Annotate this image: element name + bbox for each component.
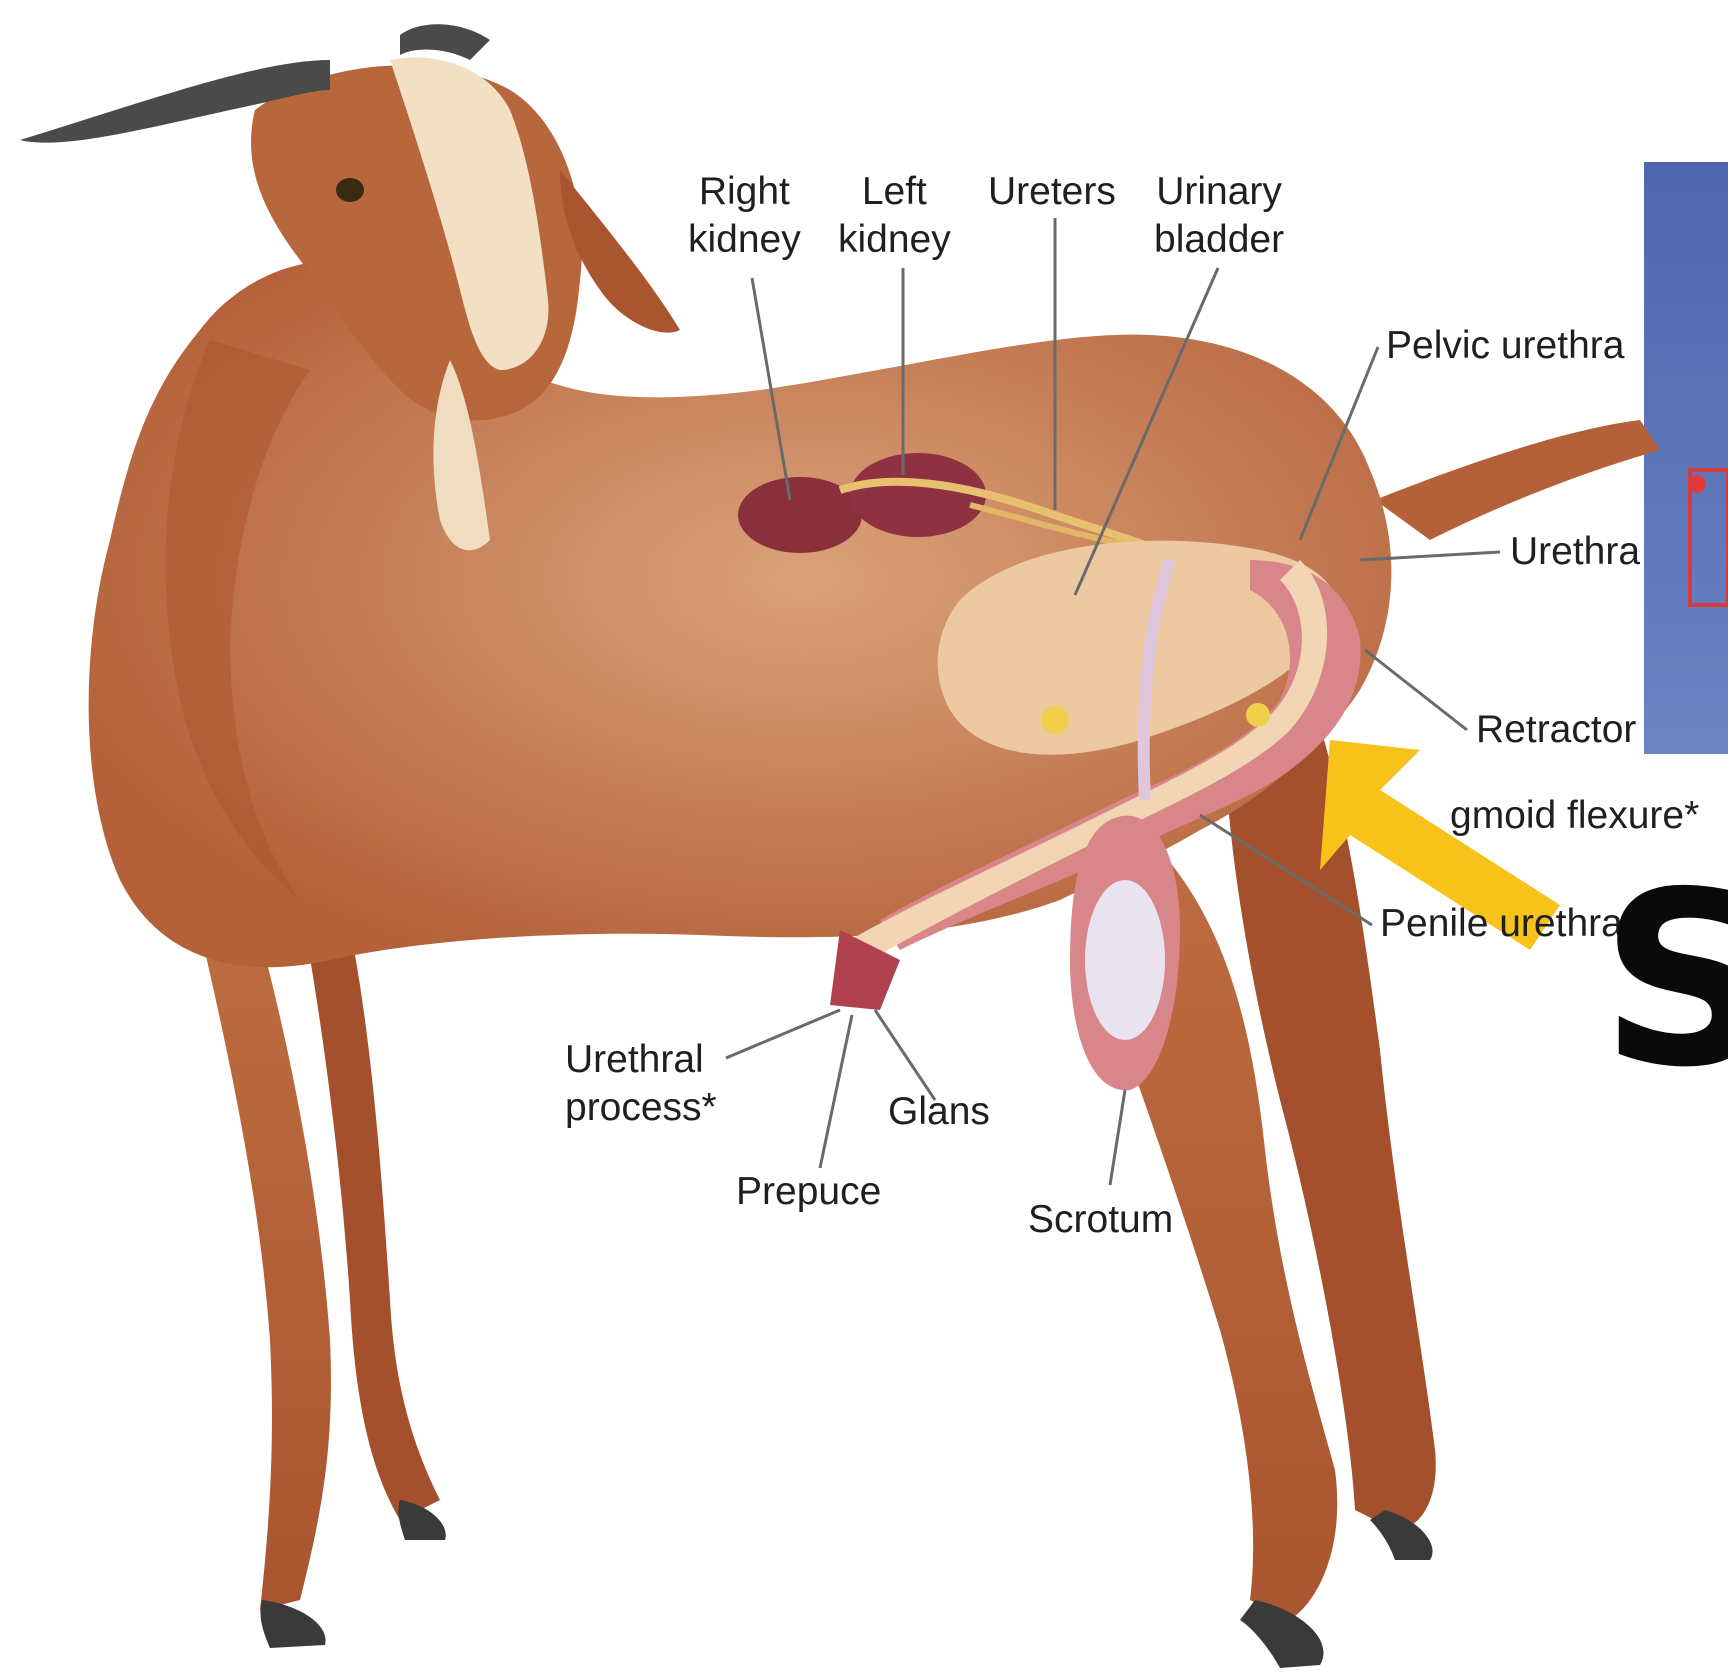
goat-tail (1375, 420, 1660, 540)
label-retractor: Retractor (1476, 706, 1636, 754)
overlay-letter: S (1600, 860, 1728, 1100)
label-urethral-process: Urethral process* (565, 1036, 717, 1132)
goat-horn-2 (400, 24, 490, 60)
hind-hoof-near (1240, 1600, 1324, 1668)
goat-front-leg-near (200, 900, 331, 1610)
label-left-kidney: Left kidney (838, 168, 951, 264)
label-prepuce: Prepuce (736, 1168, 881, 1216)
label-pelvic-urethra: Pelvic urethra (1386, 322, 1624, 370)
label-glans: Glans (888, 1088, 990, 1136)
goat-ear (560, 170, 680, 333)
label-urinary-bladder: Urinary bladder (1154, 168, 1284, 264)
gland-dot-1 (1041, 706, 1069, 734)
label-urethra: Urethra (1510, 528, 1640, 576)
front-hoof-near (260, 1600, 325, 1648)
photo-inset (1644, 162, 1728, 754)
label-ureters: Ureters (988, 168, 1116, 216)
hind-hoof-far (1370, 1510, 1433, 1560)
label-penile-urethra: Penile urethra (1380, 900, 1623, 948)
label-scrotum: Scrotum (1028, 1196, 1173, 1244)
label-sigmoid-flexure: gmoid flexure* (1450, 792, 1699, 840)
leader-scrotum (1110, 1090, 1125, 1185)
leader-glans (875, 1010, 935, 1100)
leader-prepuce (820, 1015, 852, 1168)
goat-eye (336, 178, 364, 202)
left-kidney-shape (850, 453, 986, 537)
testis-shape (1085, 880, 1165, 1040)
leader-urethral-process (726, 1010, 840, 1058)
label-right-kidney: Right kidney (688, 168, 801, 264)
gland-dot-2 (1246, 703, 1270, 727)
photo-inset-red-dot (1688, 475, 1706, 493)
leader-retractor (1365, 650, 1467, 730)
